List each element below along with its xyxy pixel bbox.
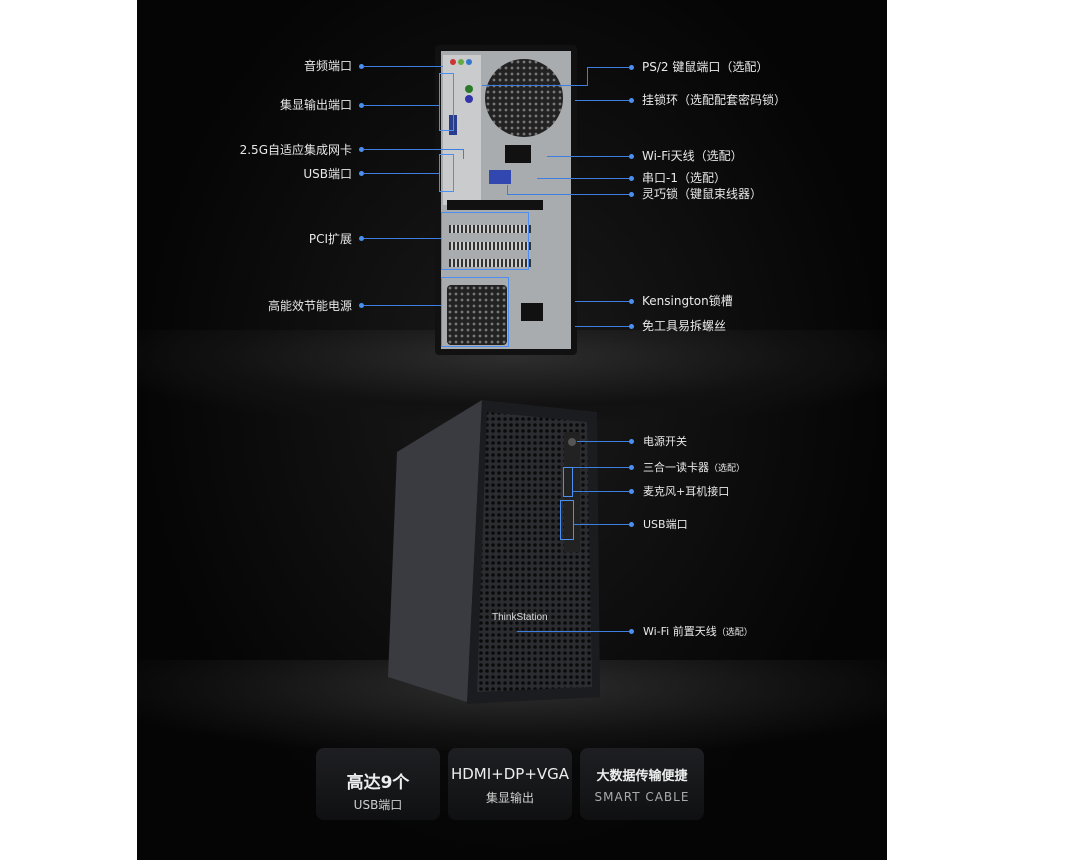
callout-line (363, 173, 439, 174)
label-smart-lock: 灵巧锁（键鼠束线器） (642, 187, 763, 201)
callout-line (575, 301, 631, 302)
callout-dot (629, 192, 634, 197)
callout-dot (629, 98, 634, 103)
callout-line (587, 67, 588, 85)
label-pci: PCI扩展 (308, 232, 352, 246)
callout-line (537, 178, 631, 179)
feature-card-usb: 高达9个 USB端口 (316, 748, 440, 820)
label-ps2: PS/2 键鼠端口（选配） (642, 60, 769, 74)
callout-line (575, 326, 631, 327)
rear-tower-image (435, 45, 577, 355)
label-front-wifi: Wi-Fi 前置天线（选配） (643, 625, 753, 638)
feature-card-display: HDMI+DP+VGA 集显输出 (448, 748, 572, 820)
feature-title: HDMI+DP+VGA (450, 765, 570, 783)
label-wifi-antenna: Wi-Fi天线（选配） (642, 149, 743, 163)
callout-dot (629, 299, 634, 304)
callout-line (363, 105, 439, 106)
callout-dot (629, 489, 634, 494)
label-audio-port: 音频端口 (303, 59, 352, 73)
callout-line (547, 156, 631, 157)
feature-title: 大数据传输便捷 (596, 769, 688, 784)
card-reader-highlight (563, 467, 573, 497)
callout-line (573, 467, 631, 468)
callout-dot (629, 522, 634, 527)
front-tower-image: ThinkStation (388, 400, 600, 704)
label-card-reader: 三合一读卡器（选配） (643, 461, 746, 474)
label-usb-rear: USB端口 (303, 167, 352, 181)
callout-line (574, 524, 631, 525)
label-audio-jack: 麦克风+耳机接口 (643, 485, 730, 498)
feature-subtitle: SMART CABLE (594, 790, 690, 804)
label-kensington: Kensington锁槽 (642, 294, 733, 308)
label-display-output: 集显输出端口 (279, 98, 352, 112)
thinkstation-logo: ThinkStation (492, 612, 548, 623)
usb-front-highlight (560, 500, 574, 540)
callout-dot (359, 103, 364, 108)
callout-line (363, 149, 463, 150)
feature-subtitle: USB端口 (353, 798, 403, 812)
callout-line (363, 66, 443, 67)
callout-line (577, 441, 631, 442)
callout-dot (359, 303, 364, 308)
callout-dot (629, 439, 634, 444)
usb-highlight (439, 154, 454, 192)
label-lan: 2.5G自适应集成网卡 (239, 143, 352, 157)
callout-dot (629, 176, 634, 181)
feature-card-cable: 大数据传输便捷 SMART CABLE (580, 748, 704, 820)
callout-line (507, 194, 631, 195)
callout-line (363, 305, 441, 306)
feature-subtitle: 集显输出 (485, 791, 534, 805)
callout-line (587, 67, 629, 68)
label-power-button: 电源开关 (643, 435, 687, 448)
callout-dot (629, 629, 634, 634)
feature-title: 高达9个 (346, 773, 410, 793)
label-padlock-loop: 挂锁环（选配配套密码锁） (642, 93, 787, 107)
callout-line (363, 238, 441, 239)
label-toolless-screw: 免工具易拆螺丝 (642, 319, 727, 333)
label-psu: 高能效节能电源 (267, 299, 352, 313)
callout-dot (629, 154, 634, 159)
callout-line (463, 149, 464, 159)
callout-dot (359, 64, 364, 69)
callout-line (517, 631, 631, 632)
callout-dot (359, 236, 364, 241)
callout-dot (359, 147, 364, 152)
psu-highlight (441, 277, 509, 347)
callout-line (482, 85, 588, 86)
label-serial: 串口-1（选配） (642, 171, 726, 185)
label-usb-front: USB端口 (643, 518, 688, 531)
callout-dot (359, 171, 364, 176)
pci-highlight (441, 212, 529, 270)
callout-line (573, 491, 631, 492)
callout-line (575, 100, 631, 101)
display-ports-highlight (439, 73, 454, 131)
product-showcase: 音频端口 集显输出端口 2.5G自适应集成网卡 USB端口 PCI扩展 高能效节… (137, 0, 887, 860)
callout-dot (629, 465, 634, 470)
callout-dot (629, 65, 634, 70)
callout-line (507, 185, 508, 194)
callout-dot (629, 324, 634, 329)
